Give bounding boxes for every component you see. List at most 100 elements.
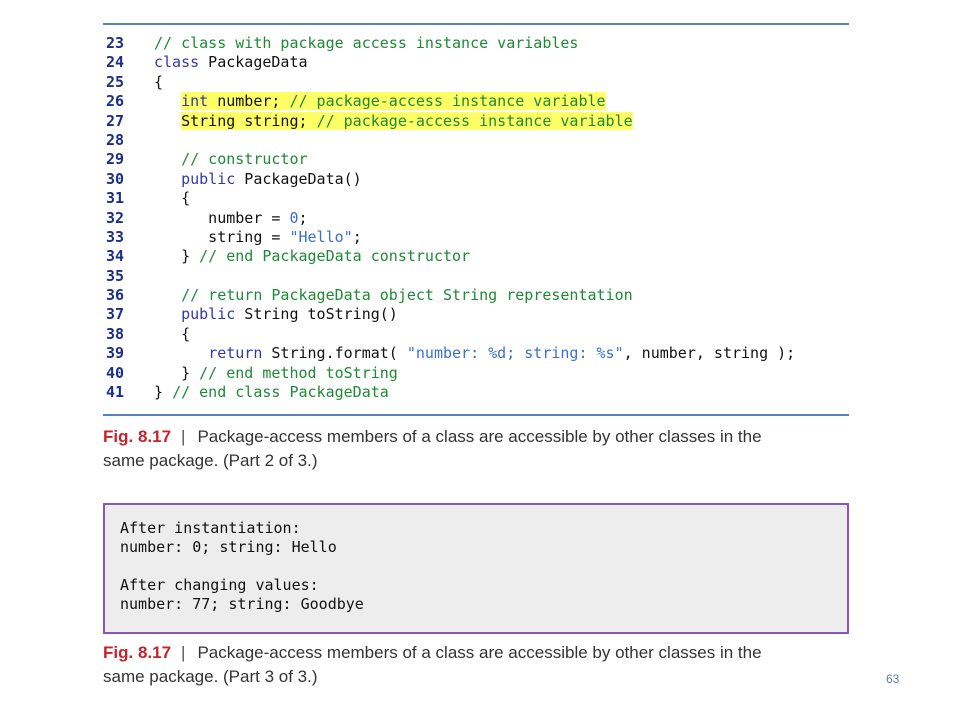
code-token: public <box>181 169 236 188</box>
code-line: 37 public String toString() <box>106 305 851 324</box>
code-text: return String.format( "number: %d; strin… <box>154 344 795 362</box>
code-line: 38 { <box>106 325 851 344</box>
code-line: 27 String string; // package-access inst… <box>106 111 851 131</box>
code-line: 39 return String.format( "number: %d; st… <box>106 344 851 363</box>
line-number: 28 <box>106 130 125 149</box>
bottom-rule <box>103 414 849 416</box>
line-number: 27 <box>106 111 125 130</box>
caption-separator: | <box>181 427 186 446</box>
code-token: String string; <box>181 111 317 130</box>
code-text: class PackageData <box>154 53 308 71</box>
line-number: 33 <box>106 227 125 246</box>
code-token <box>154 170 181 188</box>
caption-text: Package-access members of a class are ac… <box>197 427 762 446</box>
code-line: 28 <box>106 131 851 150</box>
code-token: } <box>154 247 200 266</box>
code-line: 35 <box>106 267 851 286</box>
line-number: 30 <box>106 169 125 188</box>
code-token: } <box>154 383 173 402</box>
line-number: 35 <box>106 266 125 285</box>
code-line: 34 } // end PackageData constructor <box>106 247 851 266</box>
code-token: number; <box>208 92 290 111</box>
code-text: } // end class PackageData <box>154 383 389 401</box>
caption-line-2: same package. (Part 2 of 3.) <box>103 451 318 470</box>
code-token: String.format( <box>262 344 407 363</box>
code-token: number = <box>154 208 290 227</box>
code-token: { <box>154 72 164 91</box>
figure-caption-part-2: Fig. 8.17 | Package-access members of a cl… <box>103 425 803 473</box>
code-text: public String toString() <box>154 305 398 323</box>
code-text: // class with package access instance va… <box>154 34 578 52</box>
line-number: 36 <box>106 286 125 305</box>
code-text: public PackageData() <box>154 170 362 188</box>
code-token: 0 <box>289 208 299 227</box>
page-number: 63 <box>886 672 900 686</box>
line-number: 32 <box>106 208 125 227</box>
code-line: 25 { <box>106 73 851 92</box>
code-token: ; <box>298 208 308 227</box>
line-number: 39 <box>106 344 125 363</box>
code-token: { <box>154 324 191 343</box>
code-token: , number, string ); <box>623 344 796 363</box>
code-text: } // end method toString <box>154 364 398 382</box>
line-number: 25 <box>106 72 125 91</box>
code-token <box>154 305 181 323</box>
caption-text: Package-access members of a class are ac… <box>197 643 762 662</box>
code-line: 33 string = "Hello"; <box>106 228 851 247</box>
code-line: 26 int number; // package-access instanc… <box>106 92 851 111</box>
caption-line-2: same package. (Part 3 of 3.) <box>103 667 318 686</box>
code-line: 32 number = 0; <box>106 209 851 228</box>
code-token: // package-access instance variable <box>316 111 633 130</box>
code-token: // constructor <box>181 150 308 169</box>
line-number: 37 <box>106 305 125 324</box>
code-text: number = 0; <box>154 208 308 227</box>
code-token: // class with package access instance va… <box>154 34 579 52</box>
code-line: 41} // end class PackageData <box>106 383 851 402</box>
code-text: // return PackageData object String repr… <box>154 286 633 304</box>
code-token: ; <box>352 227 362 246</box>
code-token: // return PackageData object String repr… <box>181 286 633 305</box>
code-token <box>154 112 181 130</box>
code-text: String string; // package-access instanc… <box>154 111 633 130</box>
caption-separator: | <box>181 643 186 662</box>
caption-line-1: Fig. 8.17 | Package-access members of a cl… <box>103 425 803 449</box>
code-token: // end PackageData constructor <box>199 247 471 266</box>
code-token: return <box>208 344 263 363</box>
top-rule <box>103 23 849 25</box>
code-token: "Hello" <box>289 227 353 246</box>
code-text: { <box>154 189 190 207</box>
code-line: 36 // return PackageData object String r… <box>106 286 851 305</box>
code-text: string = "Hello"; <box>154 228 362 246</box>
code-line: 40 } // end method toString <box>106 364 851 383</box>
code-line: 30 public PackageData() <box>106 170 851 189</box>
code-token <box>154 344 208 362</box>
code-text: // constructor <box>154 150 308 169</box>
figure-label: Fig. 8.17 <box>103 427 172 446</box>
program-output-text: After instantiation: number: 0; string: … <box>120 519 364 613</box>
line-number: 41 <box>106 383 125 402</box>
code-line: 24 class PackageData <box>106 53 851 72</box>
line-number: 31 <box>106 189 125 208</box>
code-text: int number; // package-access instance v… <box>154 92 606 111</box>
code-token <box>154 150 181 168</box>
code-token: string = <box>154 227 290 246</box>
line-number: 38 <box>106 324 125 343</box>
code-token <box>154 92 181 110</box>
code-token: PackageData() <box>235 169 362 188</box>
code-token: int <box>181 92 209 111</box>
line-number: 34 <box>106 247 125 266</box>
line-number: 23 <box>106 34 125 52</box>
code-token: public <box>181 305 236 324</box>
line-number: 26 <box>106 92 125 111</box>
line-number: 40 <box>106 363 125 382</box>
code-token: "number: %d; string: %s" <box>406 344 624 363</box>
code-line: 31 { <box>106 189 851 208</box>
code-token: // end method toString <box>199 363 398 382</box>
code-token: // package-access instance variable <box>289 92 606 111</box>
code-token: // end class PackageData <box>172 383 389 402</box>
code-token: class <box>154 53 200 72</box>
code-line: 23 // class with package access instance … <box>106 34 851 53</box>
line-number: 24 <box>106 53 125 72</box>
line-number: 29 <box>106 150 125 169</box>
caption-line-1: Fig. 8.17|Package-access members of a cl… <box>103 641 803 665</box>
